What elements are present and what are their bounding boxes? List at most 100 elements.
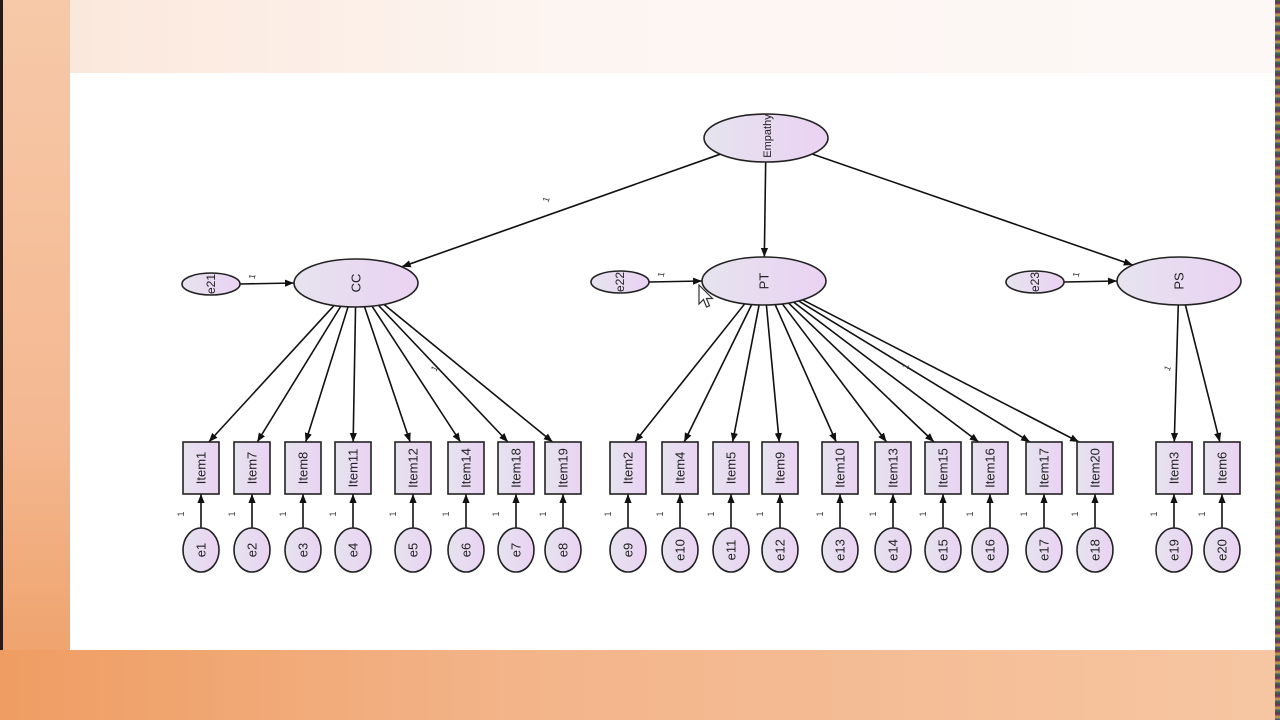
path-weight-label: 1 — [603, 511, 613, 516]
error-label: e14 — [886, 539, 901, 561]
error-label: e10 — [673, 539, 688, 561]
error-label: e11 — [724, 540, 739, 561]
path-empathy-to-pt — [760, 161, 769, 258]
item-label: Item3 — [1167, 452, 1182, 485]
observed-item-item5[interactable]: Item5 — [712, 441, 750, 495]
path-empathy-to-cc — [401, 153, 721, 268]
error-label: e8 — [556, 543, 571, 557]
error-term-e10[interactable]: e10 — [661, 527, 699, 573]
path-weight-label: 1 — [429, 364, 440, 373]
path-weight-label: 1 — [388, 511, 398, 516]
error-term-e11[interactable]: e11 — [712, 527, 750, 573]
error-term-e17[interactable]: e17 — [1025, 527, 1063, 573]
observed-item-item8[interactable]: Item8 — [284, 441, 322, 495]
path-weight-label: 1 — [706, 511, 716, 516]
error-term-e15[interactable]: e15 — [924, 527, 962, 573]
item-label: Item16 — [983, 448, 998, 488]
path-weight-label: 1 — [815, 511, 825, 516]
error-term-e12[interactable]: e12 — [761, 527, 799, 573]
latent-empathy-node[interactable] — [703, 113, 829, 163]
observed-item-item15[interactable]: Item15 — [924, 441, 962, 495]
error-label: e20 — [1215, 539, 1230, 561]
empathy-label: Empathy — [762, 114, 774, 158]
observed-item-item11[interactable]: Item11 — [334, 441, 372, 495]
latent-factor-pt[interactable] — [701, 256, 827, 306]
observed-item-item4[interactable]: Item4 — [661, 441, 699, 495]
path-weight-label: 1 — [965, 511, 975, 516]
path-ps-to-item3 — [1170, 304, 1180, 443]
error-term-e6[interactable]: e6 — [447, 527, 485, 573]
item-label: Item7 — [245, 452, 260, 485]
latent-factor-cc[interactable] — [293, 258, 419, 308]
path-empathy-to-ps — [811, 153, 1134, 266]
factor-label: PS — [1172, 272, 1187, 290]
latent-factor-ps[interactable] — [1116, 256, 1242, 306]
observed-item-item20[interactable]: Item20 — [1076, 441, 1114, 495]
error-term-e9[interactable]: e9 — [609, 527, 647, 573]
path-cc-to-item18 — [377, 304, 509, 443]
path-weight-label: 1 — [655, 511, 665, 516]
observed-item-item14[interactable]: Item14 — [447, 441, 485, 495]
error-term-e5[interactable]: e5 — [394, 527, 432, 573]
disturbance-e21[interactable] — [181, 272, 241, 296]
path-weight-label: 1 — [328, 511, 338, 516]
path-weight-label: 1 — [1019, 511, 1029, 516]
error-term-e8[interactable]: e8 — [544, 527, 582, 573]
path-pt-to-item2 — [634, 303, 746, 443]
mouse-cursor-icon — [698, 284, 714, 308]
path-cc-to-item7 — [256, 305, 342, 443]
item-label: Item13 — [886, 448, 901, 488]
item-label: Item20 — [1088, 448, 1103, 488]
observed-item-item3[interactable]: Item3 — [1155, 441, 1193, 495]
observed-item-item17[interactable]: Item17 — [1025, 441, 1063, 495]
observed-item-item12[interactable]: Item12 — [394, 441, 432, 495]
error-term-e1[interactable]: e1 — [182, 527, 220, 573]
error-term-e20[interactable]: e20 — [1203, 527, 1241, 573]
disturbance-e22[interactable] — [590, 270, 650, 294]
path-weight-label: 1 — [1149, 511, 1159, 516]
factor-label: PT — [757, 273, 772, 290]
item-label: Item15 — [936, 448, 951, 488]
error-label: e16 — [983, 539, 998, 561]
error-term-e13[interactable]: e13 — [821, 527, 859, 573]
error-term-e18[interactable]: e18 — [1076, 527, 1114, 573]
path-weight-label: 1 — [247, 273, 258, 280]
path-weight-label: 1 — [1070, 511, 1080, 516]
error-term-e14[interactable]: e14 — [874, 527, 912, 573]
error-label: e19 — [1167, 539, 1182, 561]
error-term-e2[interactable]: e2 — [233, 527, 271, 573]
path-weight-label: 1 — [541, 195, 552, 203]
observed-item-item13[interactable]: Item13 — [874, 441, 912, 495]
path-weight-label: 1 — [441, 511, 451, 516]
disturbance-e23[interactable] — [1005, 270, 1065, 294]
observed-item-item1[interactable]: Item1 — [182, 441, 220, 495]
path-pt-to-item10 — [774, 304, 837, 443]
item-label: Item14 — [459, 448, 474, 488]
path-e22-to-pt — [648, 277, 703, 285]
path-weight-label: 1 — [176, 511, 186, 516]
error-term-e7[interactable]: e7 — [497, 527, 535, 573]
background-bottom-band — [0, 650, 1280, 720]
observed-item-item7[interactable]: Item7 — [233, 441, 271, 495]
error-term-e16[interactable]: e16 — [971, 527, 1009, 573]
observed-item-item9[interactable]: Item9 — [761, 441, 799, 495]
observed-item-item6[interactable]: Item6 — [1203, 441, 1241, 495]
path-pt-to-item17 — [798, 300, 1031, 443]
error-term-e19[interactable]: e19 — [1155, 527, 1193, 573]
error-label: e5 — [406, 543, 421, 557]
error-label: e12 — [773, 539, 788, 561]
error-term-e3[interactable]: e3 — [284, 527, 322, 573]
path-ps-to-item6 — [1184, 304, 1222, 443]
observed-item-item19[interactable]: Item19 — [544, 441, 582, 495]
error-label: e2 — [245, 543, 260, 557]
observed-item-item16[interactable]: Item16 — [971, 441, 1009, 495]
error-term-e4[interactable]: e4 — [334, 527, 372, 573]
disturbance-label: e23 — [1028, 272, 1042, 292]
observed-item-item2[interactable]: Item2 — [609, 441, 647, 495]
observed-item-item10[interactable]: Item10 — [821, 441, 859, 495]
observed-item-item18[interactable]: Item18 — [497, 441, 535, 495]
factor-label: CC — [349, 274, 364, 293]
